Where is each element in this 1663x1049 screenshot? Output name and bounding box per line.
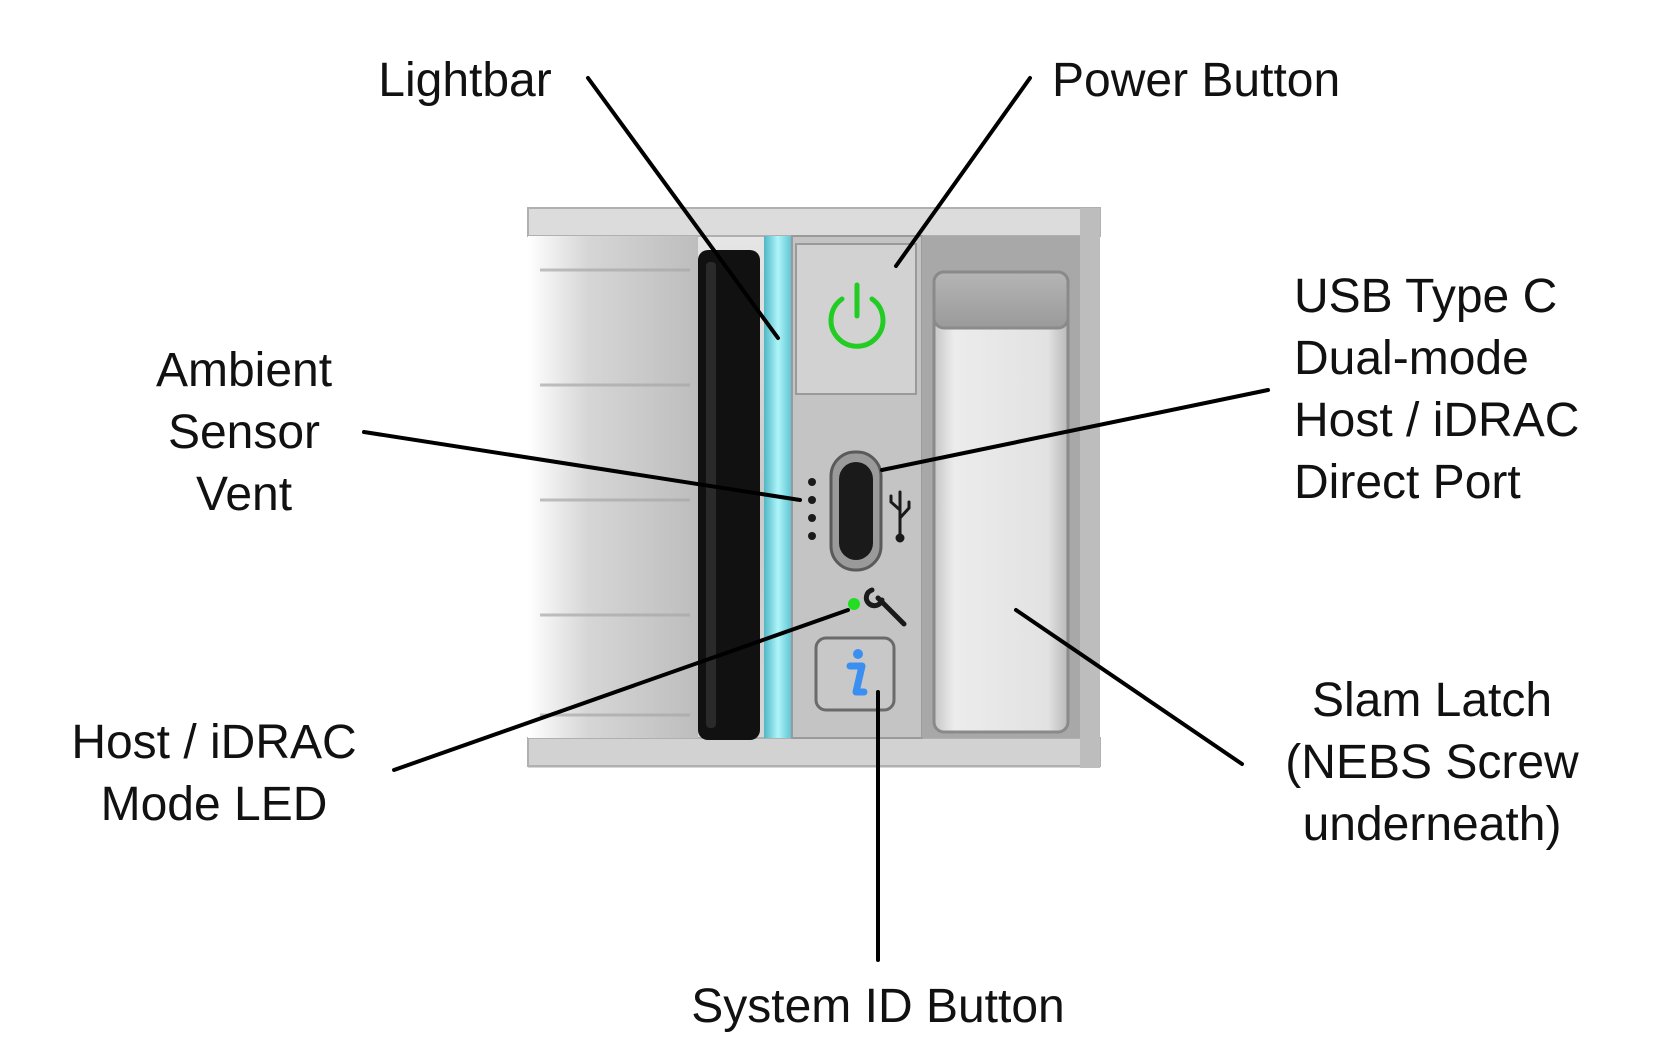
usb-c-port[interactable]	[829, 450, 883, 572]
label-mode-led-line-2: Mode LED	[101, 778, 328, 831]
chassis-illustration	[527, 207, 1101, 768]
label-slam-latch-line-1: Slam Latch	[1312, 674, 1552, 727]
label-mode-led-line-1: Host / iDRAC	[71, 716, 356, 769]
label-usb-port-line-2: Dual-mode	[1294, 332, 1529, 385]
slam-latch[interactable]	[922, 236, 1080, 738]
label-ambient-vent-line-2: Sensor	[168, 406, 320, 459]
power-icon	[828, 282, 886, 349]
power-button[interactable]	[795, 243, 917, 395]
label-system-id-button: System ID Button	[691, 980, 1064, 1033]
drive-bay-area	[528, 236, 698, 738]
leader-line-usb-port	[880, 388, 1270, 472]
wrench-icon	[863, 587, 907, 627]
label-slam-latch-line-3: underneath)	[1303, 798, 1562, 851]
label-ambient-vent-line-1: Ambient	[156, 344, 332, 397]
label-power-button: Power Button	[1052, 54, 1340, 107]
label-lightbar: Lightbar	[378, 54, 551, 107]
label-ambient-vent-line-3: Vent	[196, 468, 292, 521]
label-usb-port-line-4: Direct Port	[1294, 456, 1521, 509]
label-usb-port-line-1: USB Type C	[1294, 270, 1557, 323]
leader-line-ambient-vent	[362, 430, 802, 502]
label-usb-port-line-3: Host / iDRAC	[1294, 394, 1579, 447]
info-icon	[846, 649, 868, 696]
leader-line-lightbar	[586, 76, 780, 340]
leader-lines	[362, 76, 1270, 962]
ambient-sensor-vent	[808, 478, 816, 540]
system-id-button[interactable]	[814, 636, 896, 712]
chassis-top-rail	[527, 207, 1101, 237]
chassis-bottom-rail	[527, 737, 1101, 767]
mode-led	[848, 598, 860, 610]
usb-trident-icon	[889, 490, 911, 543]
drive-bay-slots	[540, 268, 690, 717]
leader-line-mode-led	[392, 608, 850, 772]
callout-labels: Lightbar Power Button USB Type C Dual-mo…	[71, 54, 1579, 1033]
label-slam-latch-line-2: (NEBS Screw	[1285, 736, 1579, 789]
leader-line-slam-latch	[1014, 608, 1244, 766]
leader-line-power-button	[894, 76, 1032, 268]
chassis-right-edge	[1080, 208, 1100, 768]
lightbar	[764, 236, 792, 738]
